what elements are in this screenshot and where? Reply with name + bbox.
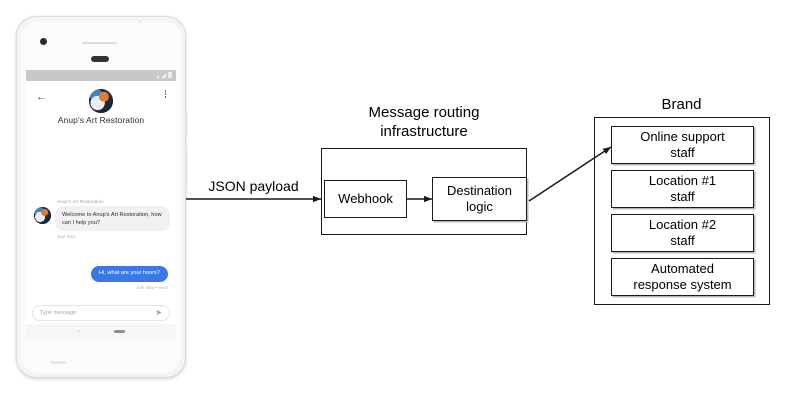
phone-top-mic-dot: [139, 21, 141, 23]
sensor-strip: [82, 42, 117, 44]
outgoing-timestamp: Just Now • Sent: [136, 284, 168, 290]
android-nav-bar: ‹: [26, 324, 176, 339]
back-arrow-icon[interactable]: ←: [36, 91, 47, 103]
avatar: [89, 89, 113, 113]
incoming-message-row: Welcome to Anup's Art Restoration, how c…: [34, 206, 170, 232]
message-avatar-artwork: [34, 207, 51, 224]
more-vertical-icon[interactable]: [164, 90, 166, 98]
status-bar-icons: [156, 72, 172, 78]
nav-home-pill-icon[interactable]: [113, 329, 125, 334]
phone-volume-button[interactable]: [185, 148, 187, 188]
phone-chin-marker: [50, 361, 66, 364]
brand-item-label: Automated response system: [633, 261, 732, 292]
brand-item-location-2-staff[interactable]: Location #2 staff: [611, 214, 754, 252]
brand-item-label: Online support staff: [640, 129, 725, 160]
webhook-label: Webhook: [338, 191, 393, 207]
incoming-message: Anup's Art Restoration Welcome to Anup's…: [34, 199, 170, 239]
destination-logic-label: Destination logic: [446, 183, 513, 214]
phone-mockup: ← Anup's Art Restoration Anup's Art Rest…: [16, 16, 187, 378]
signal-bars-icon: [161, 73, 166, 78]
destination-logic-box[interactable]: Destination logic: [432, 177, 527, 221]
brand-item-automated-response-system[interactable]: Automated response system: [611, 258, 754, 296]
brand-item-label: Location #1 staff: [648, 173, 717, 204]
brand-item-label: Location #2 staff: [648, 217, 717, 248]
json-payload-label: JSON payload: [208, 178, 299, 194]
brand-title: Brand: [661, 96, 702, 113]
message-composer[interactable]: Type message ➤: [32, 305, 170, 321]
infrastructure-title: Message routing infrastructure: [368, 104, 480, 140]
incoming-timestamp: Just Now: [57, 233, 76, 239]
page-title: Anup's Art Restoration: [57, 115, 145, 125]
message-input[interactable]: Type message: [40, 310, 77, 316]
avatar-artwork: [89, 89, 113, 113]
front-camera-icon: [40, 38, 47, 45]
send-icon[interactable]: ➤: [155, 308, 162, 317]
status-bar: [26, 70, 176, 81]
webhook-box[interactable]: Webhook: [324, 180, 407, 218]
phone-screen: ← Anup's Art Restoration Anup's Art Rest…: [26, 70, 176, 339]
nav-back-icon[interactable]: ‹: [77, 328, 80, 335]
wifi-icon: [156, 75, 159, 78]
message-sender-name: Anup's Art Restoration: [57, 199, 104, 204]
earpiece-speaker: [91, 56, 109, 62]
phone-power-button[interactable]: [185, 112, 187, 138]
chat-thread: Anup's Art Restoration Welcome to Anup's…: [26, 137, 176, 305]
app-header: ← Anup's Art Restoration: [26, 81, 176, 137]
battery-icon: [168, 72, 172, 78]
message-avatar: [34, 207, 51, 224]
outgoing-bubble: Hi, what are your hours?: [91, 265, 168, 283]
brand-item-location-1-staff[interactable]: Location #1 staff: [611, 170, 754, 208]
incoming-bubble: Welcome to Anup's Art Restoration, how c…: [55, 206, 170, 232]
brand-item-online-support-staff[interactable]: Online support staff: [611, 126, 754, 164]
outgoing-message: Hi, what are your hours? Just Now • Sent: [91, 261, 168, 290]
